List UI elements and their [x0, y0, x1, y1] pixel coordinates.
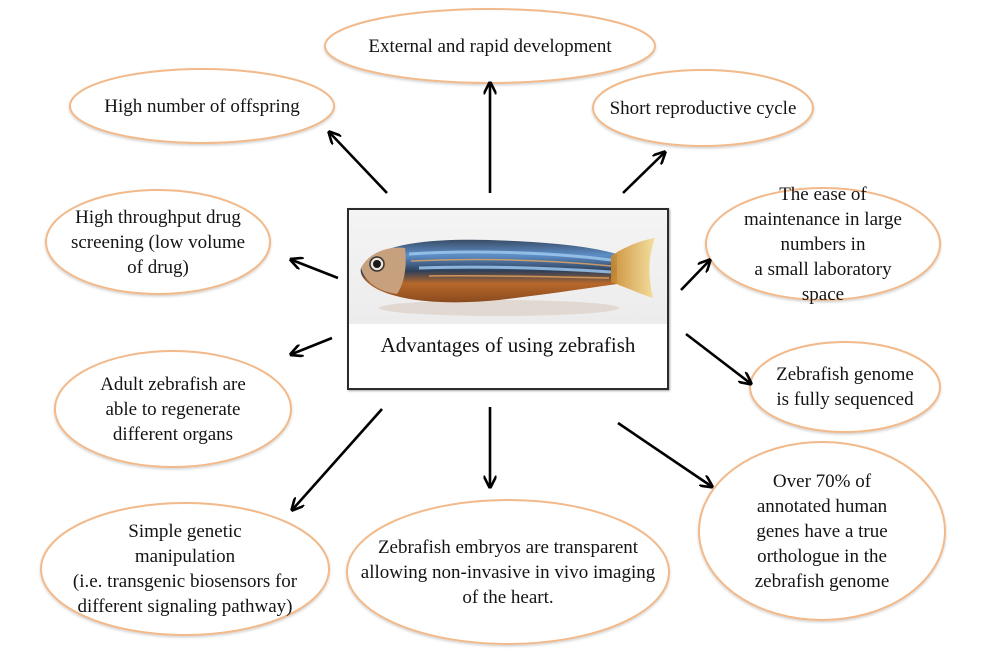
advantage-ellipses [40, 8, 946, 645]
advantage-label-reproductive-cycle: Short reproductive cycle [609, 97, 797, 119]
arrow-to-regeneration [292, 336, 333, 354]
advantage-ellipse-transparent-embryos [346, 499, 670, 645]
arrow-to-genome-sequenced [685, 332, 750, 383]
advantage-label-genetic-manipulation: Simple genetic manipulation (i.e. transg… [72, 521, 298, 617]
arrow-to-reproductive-cycle [622, 153, 664, 194]
advantage-ellipse-genome-sequenced [749, 341, 941, 433]
advantage-ellipse-genetic-manipulation [40, 502, 330, 636]
arrow-to-human-orthologues [617, 421, 711, 486]
arrow-to-maintenance [680, 261, 709, 291]
advantage-label-offspring: High number of offspring [104, 95, 300, 117]
advantage-label-transparent-embryos: Zebrafish embryos are transparent allowi… [360, 536, 656, 608]
advantage-label-genome-sequenced: Zebrafish genome is fully sequenced [776, 364, 914, 410]
advantage-label-drug-screening: High throughput drug screening (low volu… [70, 206, 246, 278]
arrow-to-genetic-manipulation [293, 408, 383, 509]
arrow-to-offspring [330, 133, 388, 194]
arrow-to-drug-screening [292, 260, 339, 280]
advantage-ellipse-reproductive-cycle [592, 69, 814, 147]
advantage-label-maintenance: The ease of maintenance in large numbers… [744, 183, 902, 305]
zebrafish-icon [360, 238, 655, 316]
advantage-label-regeneration: Adult zebrafish are able to regenerate d… [100, 373, 246, 445]
zebrafish-image [349, 210, 667, 324]
advantage-label-external-development: External and rapid development [368, 35, 612, 57]
advantage-ellipse-regeneration [54, 350, 292, 468]
center-caption: Advantages of using zebrafish [380, 333, 636, 357]
advantage-ellipse-maintenance [705, 187, 941, 301]
advantage-ellipse-drug-screening [45, 189, 271, 295]
advantage-ellipse-human-orthologues [698, 441, 946, 621]
arrows [292, 84, 750, 509]
center-box: Advantages of using zebrafish [347, 208, 669, 390]
advantage-ellipse-offspring [69, 68, 335, 144]
advantage-label-human-orthologues: Over 70% of annotated human genes have a… [754, 470, 890, 592]
